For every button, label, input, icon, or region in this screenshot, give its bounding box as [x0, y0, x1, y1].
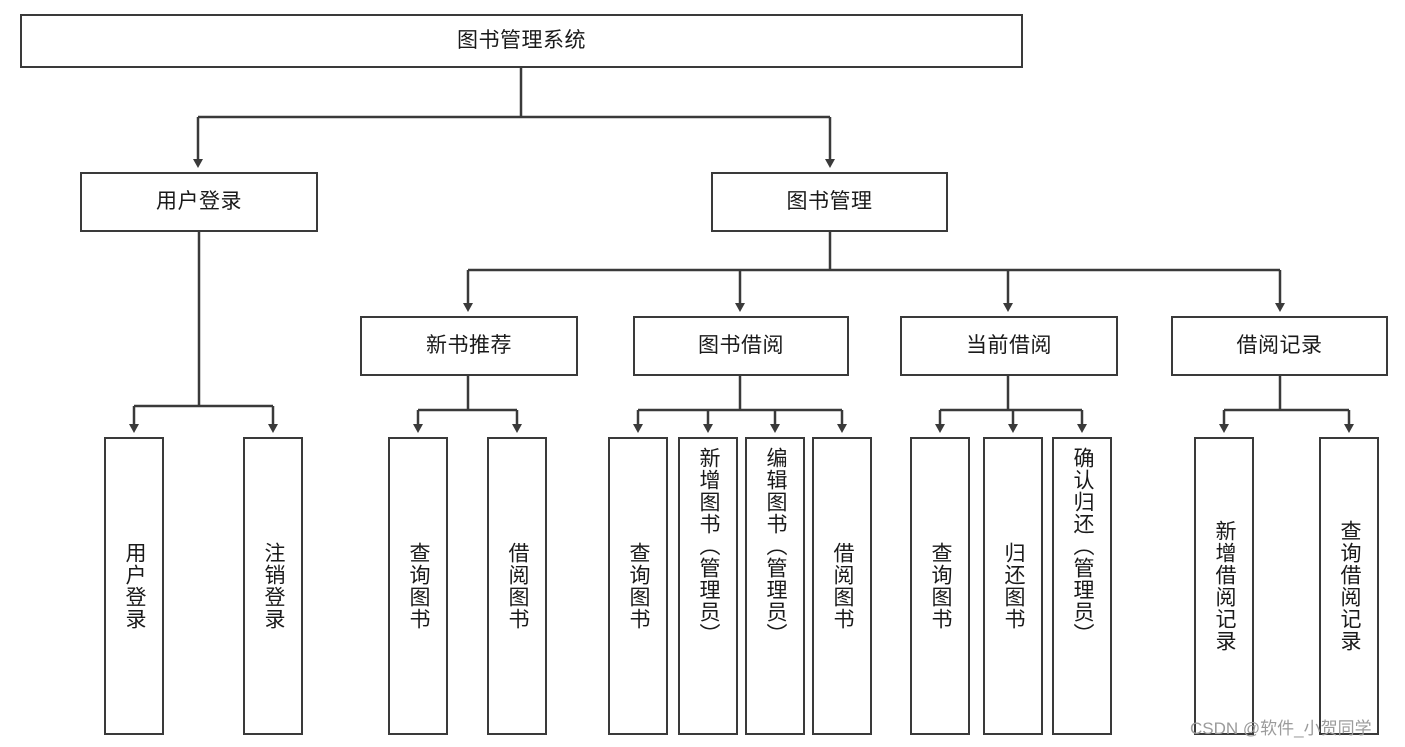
node-leaf-confirm-return-label: 确认归还（管理员） [1071, 447, 1095, 645]
node-book-management[interactable]: 图书管理 [711, 172, 948, 232]
node-current-borrow[interactable]: 当前借阅 [900, 316, 1118, 376]
node-leaf-query-book-3[interactable]: 查询图书 [910, 437, 970, 735]
node-root-label: 图书管理系统 [457, 28, 586, 52]
node-leaf-edit-book-label: 编辑图书（管理员） [764, 447, 788, 645]
node-leaf-logout[interactable]: 注销登录 [243, 437, 303, 735]
node-book-borrow[interactable]: 图书借阅 [633, 316, 849, 376]
node-new-book-recommend[interactable]: 新书推荐 [360, 316, 578, 376]
node-leaf-add-book-label: 新增图书（管理员） [697, 447, 721, 645]
node-leaf-query-book-1[interactable]: 查询图书 [388, 437, 448, 735]
node-borrow-record[interactable]: 借阅记录 [1171, 316, 1388, 376]
node-book-management-label: 图书管理 [786, 189, 873, 213]
node-borrow-record-label: 借阅记录 [1236, 333, 1323, 357]
node-leaf-user-login[interactable]: 用户登录 [104, 437, 164, 735]
node-user-login[interactable]: 用户登录 [80, 172, 318, 232]
node-leaf-return-book-label: 归还图书 [1002, 542, 1026, 630]
node-current-borrow-label: 当前借阅 [966, 333, 1052, 357]
node-leaf-add-record[interactable]: 新增借阅记录 [1194, 437, 1254, 735]
node-leaf-query-book-3-label: 查询图书 [929, 542, 953, 630]
node-leaf-user-login-label: 用户登录 [123, 542, 147, 630]
csdn-watermark: CSDN @软件_小贺同学 [1190, 719, 1372, 738]
node-leaf-add-record-label: 新增借阅记录 [1213, 520, 1237, 652]
node-leaf-borrow-book-1[interactable]: 借阅图书 [487, 437, 547, 735]
node-leaf-confirm-return[interactable]: 确认归还（管理员） [1052, 437, 1112, 735]
node-leaf-add-book[interactable]: 新增图书（管理员） [678, 437, 738, 735]
node-leaf-query-book-1-label: 查询图书 [407, 542, 431, 630]
node-book-borrow-label: 图书借阅 [698, 333, 784, 357]
node-leaf-query-record[interactable]: 查询借阅记录 [1319, 437, 1379, 735]
node-user-login-label: 用户登录 [156, 189, 242, 213]
node-leaf-edit-book[interactable]: 编辑图书（管理员） [745, 437, 805, 735]
node-leaf-return-book[interactable]: 归还图书 [983, 437, 1043, 735]
node-leaf-logout-label: 注销登录 [262, 542, 286, 630]
node-leaf-query-record-label: 查询借阅记录 [1338, 520, 1362, 652]
node-root[interactable]: 图书管理系统 [20, 14, 1023, 68]
node-leaf-query-book-2-label: 查询图书 [627, 542, 651, 630]
node-leaf-borrow-book-2-label: 借阅图书 [831, 542, 855, 630]
node-leaf-query-book-2[interactable]: 查询图书 [608, 437, 668, 735]
node-leaf-borrow-book-2[interactable]: 借阅图书 [812, 437, 872, 735]
node-new-book-recommend-label: 新书推荐 [426, 333, 512, 357]
node-leaf-borrow-book-1-label: 借阅图书 [506, 542, 530, 630]
